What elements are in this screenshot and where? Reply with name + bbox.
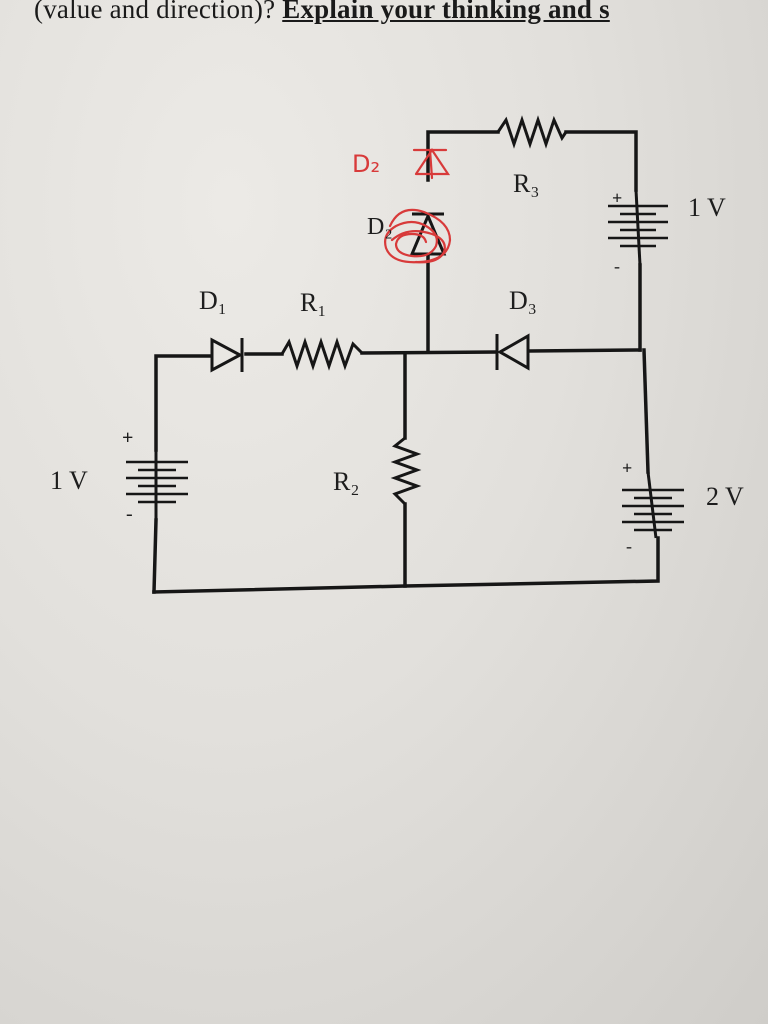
- battery-bottom-right: [622, 471, 684, 539]
- diode-d3: [495, 333, 530, 371]
- polarity-top-right-plus: +: [612, 188, 622, 208]
- polarity-bottom-right-plus: +: [622, 458, 632, 478]
- label-r3: R₃: [513, 169, 539, 198]
- question-prefix: (value and direction)?: [34, 0, 283, 24]
- resistor-r3: [496, 115, 568, 149]
- wires: [152, 130, 660, 594]
- polarity-left-plus: +: [122, 427, 133, 449]
- label-r2: R₂: [333, 467, 359, 496]
- wire-top-left: [426, 130, 500, 182]
- polarity-left-minus: -: [126, 503, 133, 525]
- polarity-top-right-minus: -: [614, 256, 620, 276]
- label-d3: D₃: [509, 286, 537, 315]
- question-instruction: Explain your thinking and s: [282, 0, 610, 24]
- resistor-r1: [280, 337, 364, 371]
- wire-left-down: [152, 518, 158, 594]
- wire-top-right: [564, 130, 638, 192]
- annotation-d2-label: D₂: [352, 150, 380, 178]
- source-left-value: 1 V: [50, 466, 88, 495]
- source-top-right-value: 1 V: [688, 193, 726, 222]
- label-d1: D₁: [199, 286, 227, 315]
- polarity-bottom-right-minus: -: [626, 536, 632, 556]
- label-r1: R₁: [300, 288, 326, 317]
- battery-left: [126, 450, 188, 520]
- wire-r1-junction: [360, 350, 498, 355]
- wire-d3-right: [528, 348, 642, 353]
- battery-top-right: [608, 189, 668, 266]
- wire-bottom: [152, 536, 660, 594]
- handwritten-annotation: D₂: [352, 148, 452, 264]
- wire-left-up: [154, 354, 212, 452]
- question-text: (value and direction)? Explain your thin…: [34, 0, 610, 25]
- resistor-r2: [390, 436, 422, 506]
- diode-d1: [210, 337, 244, 373]
- label-d2: D₂: [367, 214, 393, 240]
- component-labels: D₁ R₁ D₃ R₃ D₂ R₂ 1 V 1 V 2 V + - + - + …: [50, 169, 744, 556]
- wire-right-lower: [642, 348, 650, 474]
- source-bottom-right-value: 2 V: [706, 482, 744, 511]
